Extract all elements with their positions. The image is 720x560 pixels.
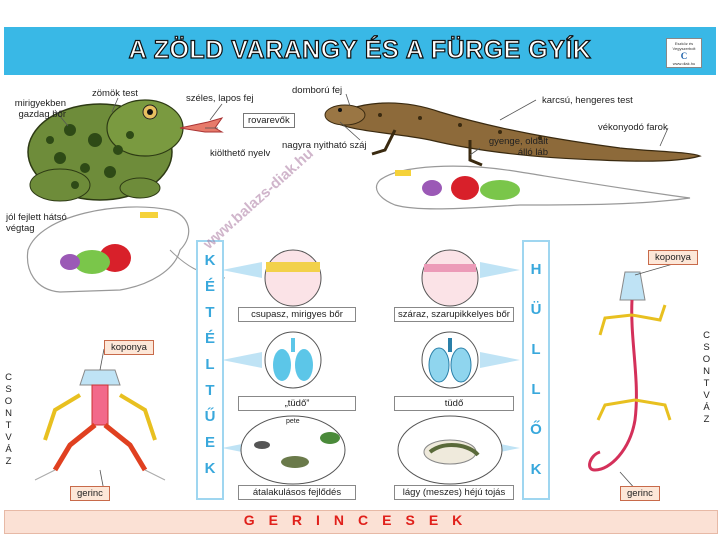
amphibians-letter: T	[205, 382, 215, 399]
amphibians-column: K É T É L T Ű E K	[196, 240, 224, 500]
logo-line-2: C	[680, 51, 688, 61]
frog-spine-label: gerinc	[70, 486, 110, 501]
reptiles-letter: L	[531, 341, 541, 358]
reptiles-letter: L	[531, 381, 541, 398]
title-bar	[4, 27, 716, 75]
toad-anatomy-outline	[26, 206, 226, 293]
amphibians-letter: É	[204, 330, 215, 347]
toad-illustration	[27, 99, 224, 202]
lizard-mouth-label: nagyra nyitható száj	[282, 140, 367, 151]
lizard-tail-label: vékonyodó farok	[598, 122, 668, 133]
reptiles-letter: H	[530, 261, 542, 278]
amphibians-letter: T	[205, 304, 215, 321]
reptiles-column: H Ü L L Ő K	[522, 240, 550, 500]
amphibians-letter: K	[204, 252, 216, 269]
amphibians-letter: Ű	[204, 408, 216, 425]
toad-tongue-label: kiölthető nyelv	[210, 148, 271, 159]
amphibians-letter: É	[204, 278, 215, 295]
development-ovals	[240, 415, 503, 485]
toad-body-label: zömök test	[92, 88, 138, 99]
right-skeleton-caption-text: CSONTVÁZ	[702, 330, 712, 425]
lizard-skeleton	[588, 271, 672, 472]
egg-label: pete	[286, 418, 300, 425]
amphibians-letter: L	[205, 356, 215, 373]
skin-left-caption: csupasz, mirigyes bőr	[238, 307, 356, 322]
footer-bar	[4, 510, 718, 534]
left-skeleton-caption-text: CSONTVÁZ	[4, 372, 14, 467]
skin-right-caption: száraz, szarupikkelyes bőr	[394, 307, 514, 322]
development-left-caption: átalakulásos fejlődés	[238, 485, 356, 500]
lizard-illustration	[324, 102, 702, 167]
logo-line-3: www.diak.hu	[672, 61, 696, 66]
reptiles-letter: Ő	[530, 421, 542, 438]
publisher-logo: Eszköz és Vegyszerbolt C www.diak.hu	[666, 38, 702, 68]
toad-leg-label: jól fejlett hátsó végtag	[6, 212, 67, 234]
food-box: rovarevők	[243, 113, 295, 128]
footer-title: GERINCESEK	[243, 512, 477, 528]
lung-left-caption: „tüdő”	[238, 396, 356, 411]
amphibians-letter: E	[204, 434, 215, 451]
lizard-head-label: domború fej	[292, 85, 343, 96]
lizard-body-label: karcsú, hengeres test	[542, 95, 633, 106]
left-skeleton-caption: CSONTVÁZ	[4, 372, 18, 468]
right-skeleton-caption: CSONTVÁZ	[702, 330, 716, 426]
toad-skin-label: mirigyekben gazdag bőr	[14, 98, 66, 120]
amphibians-letter: K	[204, 460, 216, 477]
frog-skeleton	[34, 369, 166, 481]
reptiles-letter: K	[530, 461, 542, 478]
development-right-caption: lágy (meszes) héjú tojás	[394, 485, 514, 500]
logo-line-1: Eszköz és Vegyszerbolt	[672, 41, 696, 51]
frog-skull-label: koponya	[104, 340, 154, 355]
lizard-skull-label: koponya	[648, 250, 698, 265]
skin-circles	[264, 249, 479, 307]
lizard-spine-label: gerinc	[620, 486, 660, 501]
page-title: A ZÖLD VARANGY ÉS A FÜRGE GYÍK	[128, 35, 592, 64]
lung-right-caption: tüdő	[394, 396, 514, 411]
lizard-legs-label: gyenge, oldalt álló láb	[488, 136, 548, 158]
lung-circles	[264, 331, 479, 389]
lizard-anatomy-outline	[375, 165, 691, 210]
reptiles-letter: Ü	[530, 301, 542, 318]
toad-head-label: széles, lapos fej	[186, 93, 254, 104]
